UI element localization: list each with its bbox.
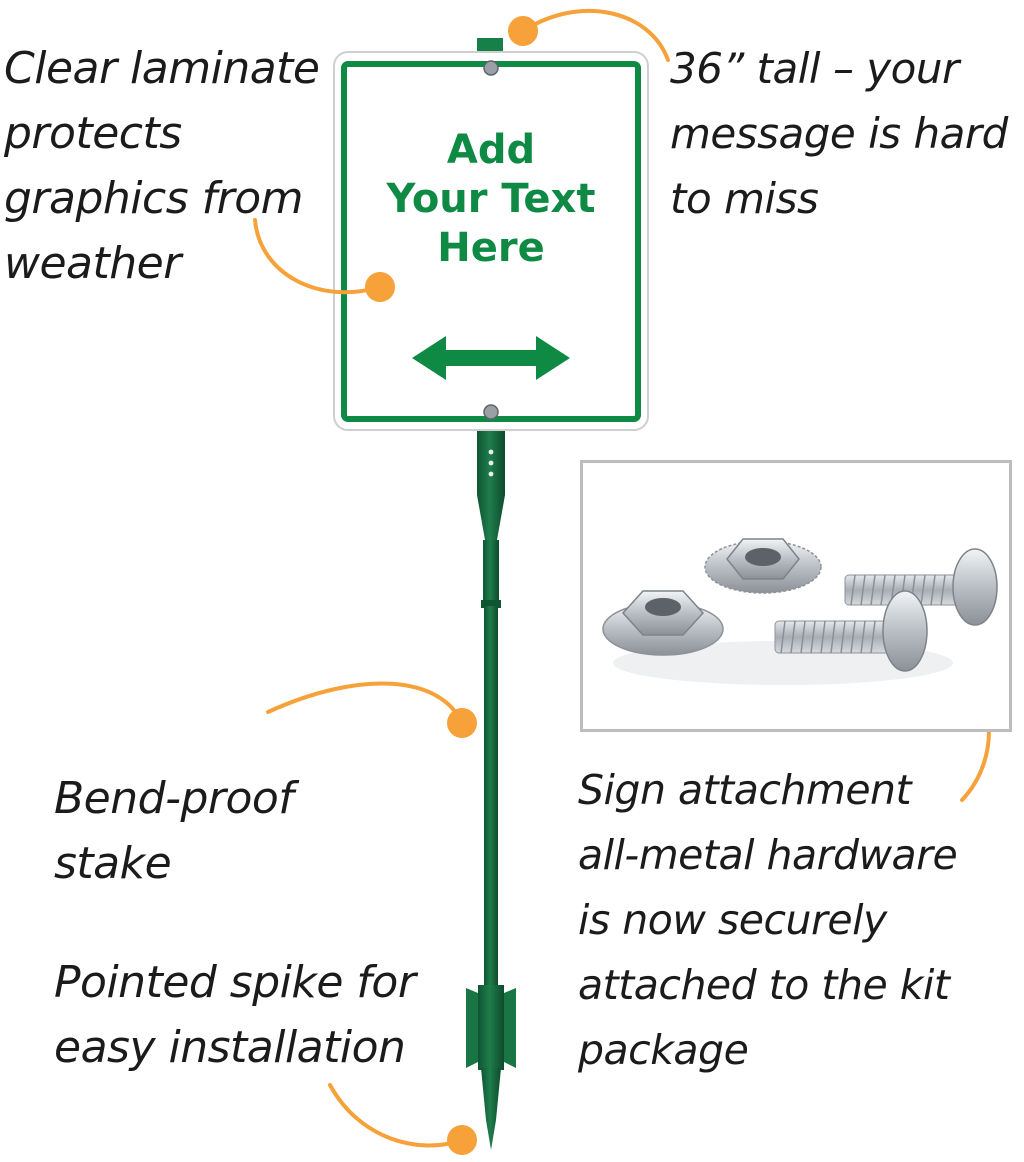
bolt-back xyxy=(844,548,998,626)
sign-line-2: Your Text xyxy=(386,176,596,222)
leader-laminate xyxy=(253,218,382,295)
callout-hardware-line-4: attached to the kit xyxy=(578,961,950,1009)
screw-bottom xyxy=(483,404,499,420)
callout-hardware: Sign attachment all-metal hardware is no… xyxy=(578,758,958,1083)
callout-height: 36” tall – your message is hard to miss xyxy=(670,36,1008,231)
hardware-inset xyxy=(580,460,1012,732)
callout-spike-line-2: easy installation xyxy=(54,1022,406,1073)
sign-line-3: Here xyxy=(437,225,544,271)
stake xyxy=(466,425,516,1150)
callout-hardware-line-2: all-metal hardware xyxy=(578,831,958,879)
callout-laminate-line-4: weather xyxy=(4,238,181,289)
callout-stake-line-1: Bend-proof xyxy=(54,773,294,824)
sign-panel: Add Your Text Here xyxy=(333,51,649,431)
callout-stake: Bend-proof stake xyxy=(54,766,294,896)
double-arrow-icon xyxy=(412,336,570,380)
callout-stake-line-2: stake xyxy=(54,838,172,889)
screw-top xyxy=(483,60,499,76)
callout-hardware-line-3: is now securely xyxy=(578,896,887,944)
leader-height xyxy=(523,8,670,62)
callout-spike: Pointed spike for easy installation xyxy=(54,950,416,1080)
callout-hardware-line-5: package xyxy=(578,1026,749,1074)
hardware-photo xyxy=(602,538,998,685)
leader-stake xyxy=(266,681,464,725)
callout-dot-laminate xyxy=(365,272,395,302)
callout-laminate-line-2: protects xyxy=(4,108,182,159)
callout-dot-height xyxy=(508,16,538,46)
callout-dot-spike xyxy=(447,1125,477,1155)
leader-spike xyxy=(328,1083,464,1148)
callout-hardware-line-1: Sign attachment xyxy=(578,766,912,814)
callout-height-line-1: 36” tall – your xyxy=(670,44,959,93)
flange-nut xyxy=(704,538,822,594)
callout-laminate-line-1: Clear laminate xyxy=(4,43,320,94)
callout-laminate-line-3: graphics from xyxy=(4,173,303,224)
callout-dot-stake xyxy=(447,708,477,738)
callout-height-line-2: message is hard xyxy=(670,109,1008,158)
hex-nut xyxy=(602,590,724,656)
callout-height-line-3: to miss xyxy=(670,174,819,223)
callout-laminate: Clear laminate protects graphics from we… xyxy=(4,36,320,296)
bolt-front xyxy=(774,590,928,672)
sign-line-1: Add xyxy=(447,127,535,173)
callout-spike-line-1: Pointed spike for xyxy=(54,957,416,1008)
